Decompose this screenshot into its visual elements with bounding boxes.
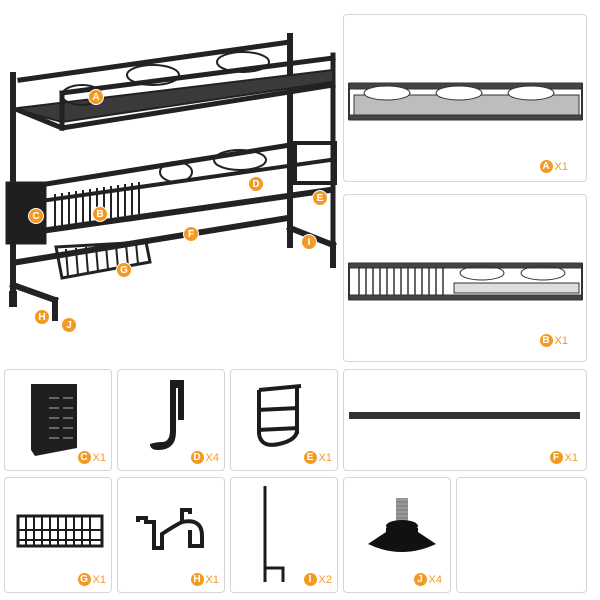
qty-b: X1 [554, 334, 568, 347]
callout-e: E [312, 190, 328, 206]
callout-f: F [183, 226, 199, 242]
qty-a: X1 [554, 160, 568, 173]
callout-g: G [116, 262, 132, 278]
part-card-a: A X1 [343, 14, 587, 182]
part-card-b: B X1 [343, 194, 587, 362]
badge-g: G [77, 573, 91, 586]
cutting-board-holder-image [256, 384, 302, 447]
callout-c: C [28, 208, 44, 224]
part-label-h: H X1 [190, 573, 219, 586]
utensil-holder-image [31, 384, 77, 456]
part-card-d: D X4 [117, 369, 225, 471]
part-card-e: E X1 [230, 369, 338, 471]
badge-a: A [539, 160, 553, 173]
part-label-i: I X2 [303, 573, 332, 586]
part-card-g: G X1 [4, 477, 112, 593]
dish-rack-drawing [5, 33, 337, 321]
badge-c: C [77, 451, 91, 464]
top-shelf-image [348, 82, 583, 121]
small-basket-image [16, 514, 104, 548]
callout-b: B [92, 206, 108, 222]
qty-j: X4 [428, 573, 442, 586]
callout-d: D [248, 176, 264, 192]
part-card-c: C X1 [4, 369, 112, 471]
part-label-a: A X1 [539, 160, 568, 173]
suction-foot-image [368, 498, 436, 552]
badge-d: D [190, 451, 204, 464]
part-label-c: C X1 [77, 451, 106, 464]
qty-g: X1 [92, 573, 106, 586]
part-label-f: F X1 [549, 451, 578, 464]
qty-e: X1 [318, 451, 332, 464]
callout-i: I [301, 234, 317, 250]
part-card-h: H X1 [117, 477, 225, 593]
assembly-illustration: A B C D E F G H I J [0, 0, 340, 340]
badge-i: I [303, 573, 317, 586]
part-label-e: E X1 [303, 451, 332, 464]
badge-b: B [539, 334, 553, 347]
part-label-b: B X1 [539, 334, 568, 347]
qty-i: X2 [318, 573, 332, 586]
qty-f: X1 [564, 451, 578, 464]
callout-a: A [88, 89, 104, 105]
part-card-i: I X2 [230, 477, 338, 593]
badge-f: F [549, 451, 563, 464]
part-label-d: D X4 [190, 451, 219, 464]
dish-basket-image [348, 262, 583, 301]
badge-j: J [413, 573, 427, 586]
leg-pole-image [263, 486, 285, 582]
part-label-j: J X4 [413, 573, 442, 586]
qty-c: X1 [92, 451, 106, 464]
part-card-j: J X4 [343, 477, 451, 593]
part-label-g: G X1 [77, 573, 106, 586]
crossbar-image [349, 412, 580, 419]
callout-h: H [34, 309, 50, 325]
cup-hanger-image [136, 508, 204, 550]
qty-d: X4 [205, 451, 219, 464]
badge-e: E [303, 451, 317, 464]
part-card-f: F X1 [343, 369, 587, 471]
badge-h: H [190, 573, 204, 586]
hook-image [150, 380, 184, 450]
callout-j: J [61, 317, 77, 333]
qty-h: X1 [205, 573, 219, 586]
empty-card [456, 477, 587, 593]
